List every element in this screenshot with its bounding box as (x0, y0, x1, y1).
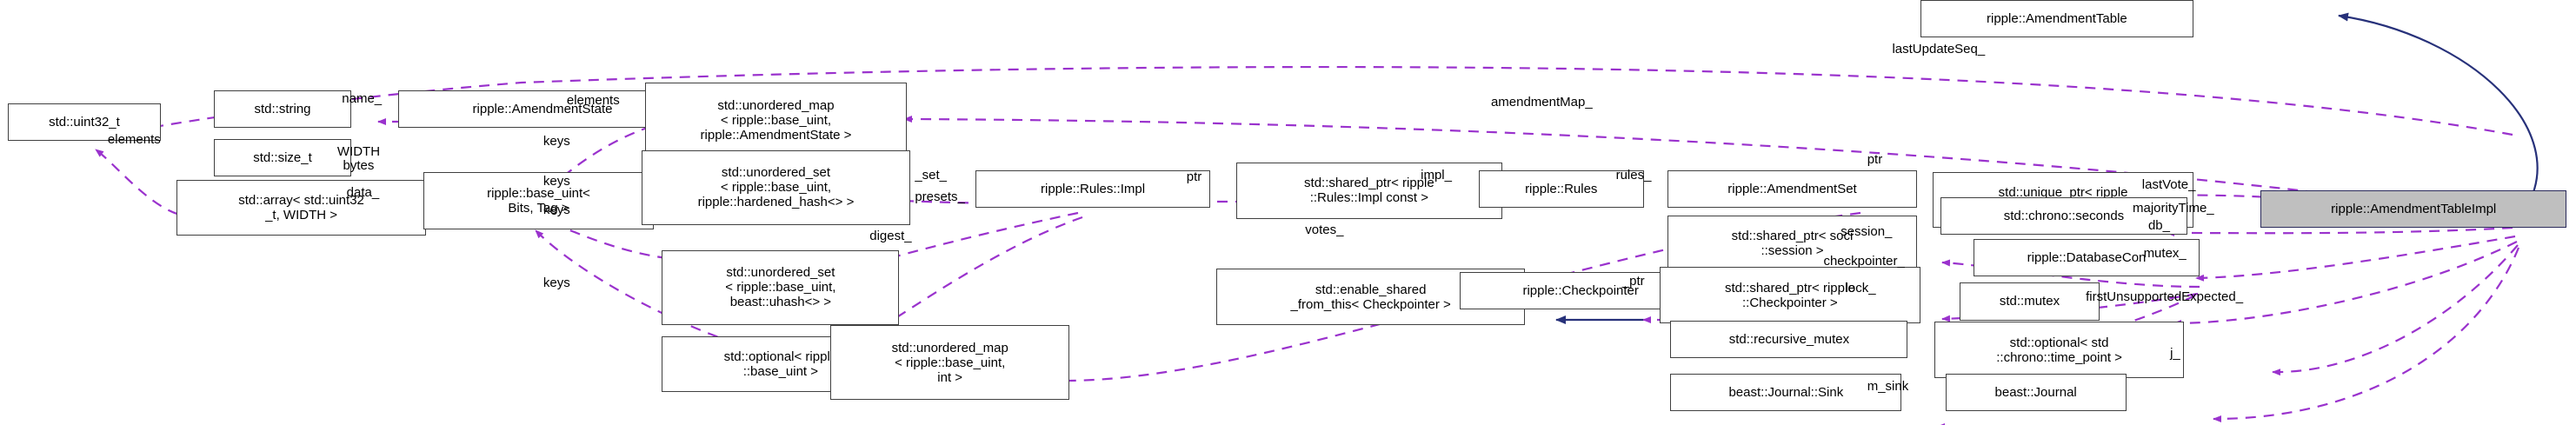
edge-label-lock: lock_ (1845, 280, 1876, 296)
edge-label-keys-4: keys (542, 276, 570, 291)
class-node-rules[interactable]: ripple::Rules (1478, 169, 1644, 209)
class-node-label: ripple::Rules (1525, 182, 1598, 197)
edge-label-mutex-label: mutex_ (2143, 246, 2187, 262)
class-node-optional_tp[interactable]: std::optional< std ::chrono::time_point … (1934, 322, 2185, 379)
class-node-label: ripple::Checkpointer (1522, 282, 1639, 298)
class-node-label: ripple::Rules::Impl (1041, 182, 1146, 197)
edge-label-db: db_ (2147, 217, 2170, 233)
class-node-label: std::unordered_map < ripple::base_uint, … (891, 340, 1008, 385)
class-node-label: std::optional< std ::chrono::time_point … (1996, 335, 2122, 365)
class-node-label: ripple::AmendmentSet (1727, 182, 1857, 197)
edge-label-keys-3: keys (542, 202, 570, 217)
class-node-label: ripple::DatabaseCon (2027, 250, 2147, 266)
edge-label-lastVote: lastVote_ (2141, 176, 2196, 192)
edge-label-m_sink: m_sink (1867, 378, 1909, 394)
edge-label-WIDTHbytes: WIDTH bytes (336, 144, 381, 174)
class-node-unordered_set_uh[interactable]: std::unordered_set < ripple::base_uint, … (662, 249, 900, 325)
edge-label-data: data_ (346, 184, 380, 200)
class-node-string[interactable]: std::string (214, 90, 352, 129)
class-node-label: beast::Journal (1994, 384, 2077, 400)
class-node-unordered_map_int[interactable]: std::unordered_map < ripple::base_uint, … (830, 324, 1070, 401)
class-node-label: std::array< std::uint32 _t, WIDTH > (238, 193, 364, 223)
class-node-label: std::enable_shared _from_this< Checkpoin… (1290, 282, 1451, 312)
class-node-label: std::chrono::seconds (2003, 208, 2125, 223)
class-node-amendmentset[interactable]: ripple::AmendmentSet (1667, 169, 1918, 209)
class-node-databasecon[interactable]: ripple::DatabaseCon (1973, 239, 2200, 277)
class-node-journal_sink[interactable]: beast::Journal::Sink (1670, 373, 1902, 411)
class-node-amendmenttableimpl[interactable]: ripple::AmendmentTableImpl (2260, 190, 2567, 229)
class-node-label: ripple::base_uint< Bits, Tag > (487, 186, 590, 216)
class-node-journal[interactable]: beast::Journal (1945, 373, 2127, 411)
class-node-label: std::unordered_map < ripple::base_uint, … (700, 97, 852, 143)
edge-label-j: j_ (2170, 346, 2180, 362)
class-node-label: std::string (254, 102, 311, 117)
class-node-unordered_map_as[interactable]: std::unordered_map < ripple::base_uint, … (644, 83, 908, 158)
edge-label-lastUpdateSeq: lastUpdateSeq_ (1892, 41, 1986, 56)
edge-label-name: name_ (342, 91, 383, 107)
edge-label-digest: digest_ (869, 229, 912, 244)
class-node-shared_rules_impl[interactable]: std::shared_ptr< ripple ::Rules::Impl co… (1236, 162, 1502, 219)
class-node-baseuint[interactable]: ripple::base_uint< Bits, Tag > (423, 171, 655, 230)
inheritance-edges (1555, 12, 2539, 324)
edge-label-elements-left: elements (107, 131, 161, 147)
edge-label-ptr-rules: ptr (1186, 169, 1202, 184)
class-node-chrono_seconds[interactable]: std::chrono::seconds (1940, 196, 2187, 235)
class-node-amendmentstate[interactable]: ripple::AmendmentState (397, 90, 688, 129)
class-node-label: std::uint32_t (49, 114, 120, 129)
class-node-label: ripple::AmendmentState (472, 102, 613, 117)
edge-label-firstUnsupportedExpected: firstUnsupportedExpected_ (2086, 289, 2244, 305)
edge-label-presets: presets_ (915, 189, 965, 205)
edge-label-ptr-amendset: ptr (1867, 152, 1883, 168)
edge-label-ptr-checkpointer: _ptr (1621, 274, 1645, 289)
class-node-recursive_mutex[interactable]: std::recursive_mutex (1670, 320, 1908, 358)
class-node-label: ripple::AmendmentTableImpl (2331, 202, 2497, 217)
class-node-sizet[interactable]: std::size_t (214, 139, 352, 177)
class-node-label: std::mutex (1999, 294, 2060, 309)
class-node-label: std::recursive_mutex (1728, 331, 1850, 347)
class-node-shared_checkpoint[interactable]: std::shared_ptr< ripple ::Checkpointer > (1659, 267, 1920, 324)
class-node-label: std::shared_ptr< soci ::session > (1731, 229, 1854, 259)
class-node-label: std::optional< ripple ::base_uint > (723, 349, 838, 379)
edge-label-session: session_ (1840, 223, 1893, 239)
class-node-rules_impl[interactable]: ripple::Rules::Impl (975, 169, 1210, 209)
class-node-amendmenttable[interactable]: ripple::AmendmentTable (1920, 0, 2194, 38)
class-node-label: std::shared_ptr< ripple ::Rules::Impl co… (1304, 176, 1434, 206)
class-node-array[interactable]: std::array< std::uint32 _t, WIDTH > (176, 179, 427, 236)
edge-label-keys-1: keys (542, 133, 570, 149)
class-node-unordered_set_hh[interactable]: std::unordered_set < ripple::base_uint, … (642, 149, 910, 225)
edge-label-keys-2: keys (542, 174, 570, 189)
class-node-label: std::unordered_set < ripple::base_uint, … (697, 165, 855, 210)
class-node-label: beast::Journal::Sink (1728, 384, 1844, 400)
class-node-label: std::shared_ptr< ripple ::Checkpointer > (1724, 280, 1855, 310)
edge-label-checkpointer-label: checkpointer_ (1823, 254, 1905, 269)
class-node-label: std::size_t (253, 150, 312, 166)
edge-label-impl: impl_ (1421, 168, 1452, 183)
edge-label-elements-right: elements (566, 92, 620, 108)
edge-label-majorityTime: majorityTime_ (2133, 200, 2214, 216)
edge-label-amendmentMap: amendmentMap_ (1490, 94, 1593, 110)
edge-label-votes: votes_ (1305, 222, 1344, 238)
class-node-label: ripple::AmendmentTable (1987, 11, 2127, 27)
class-node-label: std::unordered_set < ripple::base_uint, … (725, 265, 836, 310)
class-node-uint32[interactable]: std::uint32_t (7, 103, 161, 141)
edge-label-set: _set_ (915, 168, 948, 183)
edge-label-rules-label: rules_ (1615, 168, 1652, 183)
class-node-mutex[interactable]: std::mutex (1959, 282, 2100, 321)
